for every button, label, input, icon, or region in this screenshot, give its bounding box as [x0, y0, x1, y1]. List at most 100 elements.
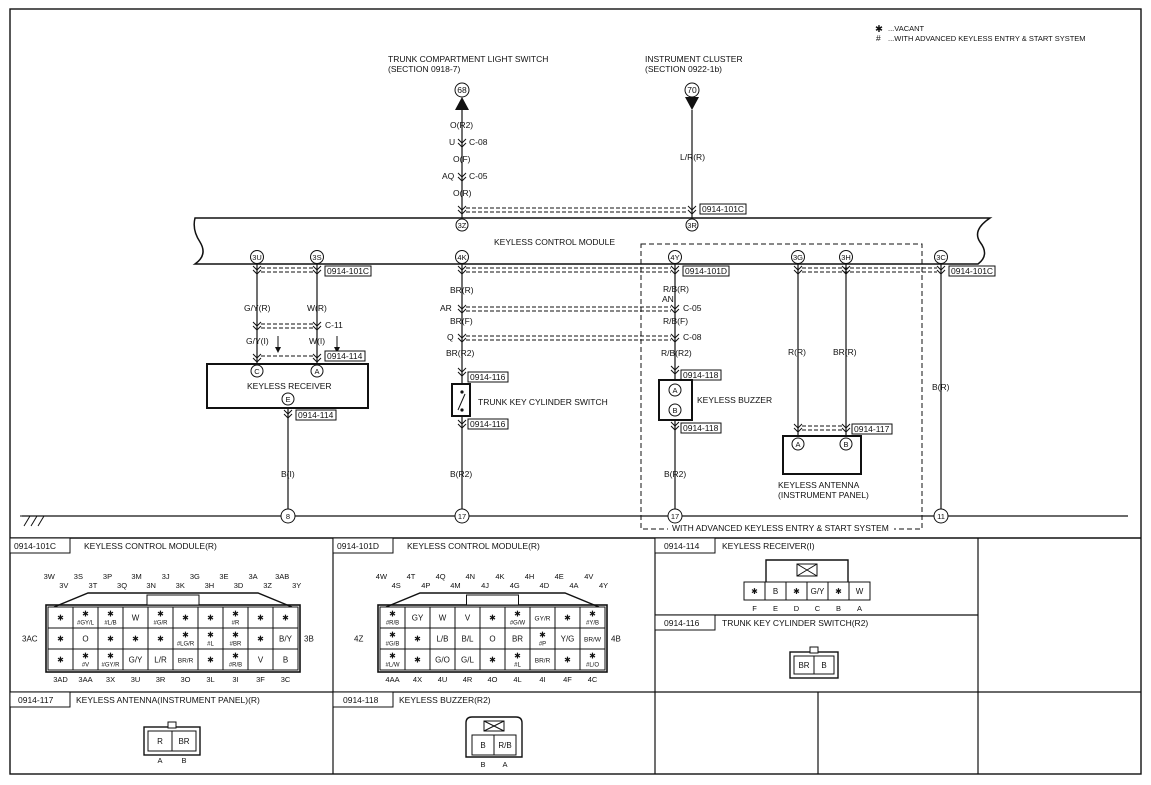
side-left-label: 3AC: [22, 635, 38, 644]
top-pin-label: 4K: [495, 572, 504, 581]
svg-text:R(R): R(R): [788, 347, 806, 357]
pin-cell-mark: ✱: [389, 610, 396, 619]
pin-cell-label: B: [821, 661, 826, 670]
pin-cell-label: ✱: [107, 635, 114, 644]
svg-text:BR(R2): BR(R2): [446, 348, 475, 358]
top-pin-label: 3J: [162, 572, 170, 581]
pin-cell-label: #GY/L: [77, 621, 95, 627]
pin-cell-label: ✱: [57, 614, 64, 623]
pin-cell-label: BR: [512, 635, 523, 644]
svg-text:A: A: [672, 386, 677, 395]
top-pin-label: 4A: [569, 581, 578, 590]
svg-text:3Z: 3Z: [458, 221, 467, 230]
pin-cell-label: G/L: [461, 656, 474, 665]
svg-text:0914-118: 0914-118: [683, 423, 719, 433]
bottom-pin-label: 3R: [156, 675, 166, 684]
pin-cell-label: ✱: [564, 614, 571, 623]
advanced-box-label: WITH ADVANCED KEYLESS ENTRY & START SYST…: [672, 523, 889, 533]
svg-text:L/R(R): L/R(R): [680, 152, 705, 162]
side-right-label: 4B: [611, 635, 621, 644]
svg-text:0914-117: 0914-117: [854, 424, 890, 434]
svg-text:17: 17: [671, 512, 679, 521]
svg-text:KEYLESS ANTENNA: KEYLESS ANTENNA: [778, 480, 860, 490]
pin-cell-label: B/Y: [279, 635, 293, 644]
top-pin-label: 4Q: [436, 572, 446, 581]
svg-text:C-11: C-11: [325, 320, 343, 330]
pin-cell-mark: ✱: [82, 610, 89, 619]
svg-text:0914-114: 0914-114: [664, 541, 700, 551]
svg-text:B(I): B(I): [281, 469, 295, 479]
pin-cell-mark: ✱: [82, 652, 89, 661]
bottom-pin-label: 3C: [281, 675, 291, 684]
pin-cell-mark: ✱: [157, 610, 164, 619]
pin-cell-label: #R: [232, 621, 240, 627]
svg-text:0914-118: 0914-118: [343, 695, 379, 705]
trunk-light-section: (SECTION 0918-7): [388, 64, 460, 74]
svg-text:3R: 3R: [687, 221, 697, 230]
pin-cell-label: #L: [207, 642, 214, 648]
bottom-pin-label: 4F: [563, 675, 572, 684]
svg-text:B(R): B(R): [932, 382, 950, 392]
outer-frame: [9, 8, 1142, 775]
pin-cell-label: #LG/R: [177, 642, 195, 648]
pin-cell-label: #L/O: [586, 663, 599, 669]
pin-cell-label: V: [258, 656, 264, 665]
keyless-receiver-name: KEYLESS RECEIVER: [247, 381, 332, 391]
svg-text:R/B(R2): R/B(R2): [661, 348, 692, 358]
svg-text:3S: 3S: [312, 253, 321, 262]
pin-cell-mark: ✱: [589, 610, 596, 619]
pin-cell-label: ✱: [257, 635, 264, 644]
svg-text:R/B(R): R/B(R): [663, 284, 689, 294]
connector-101c: ✱✱#GY/L✱#L/BW✱#G/R✱✱✱#R✱✱✱O✱✱✱✱#LG/R✱#L✱…: [22, 572, 314, 684]
module-title: KEYLESS CONTROL MODULE: [494, 237, 615, 247]
svg-text:3H: 3H: [841, 253, 851, 262]
pin-cell-label: ✱: [414, 635, 421, 644]
svg-text:AR: AR: [440, 303, 452, 313]
cluster-section: (SECTION 0922-1b): [645, 64, 722, 74]
pin-cell-label: ✱: [414, 656, 421, 665]
svg-text:BR(R): BR(R): [450, 285, 474, 295]
pin-cell-mark: ✱: [514, 610, 521, 619]
svg-text:0914-101C: 0914-101C: [702, 204, 744, 214]
cluster-title: INSTRUMENT CLUSTER: [645, 54, 743, 64]
connector-shell: [385, 592, 600, 608]
pin-cell-label: ✱: [489, 656, 496, 665]
pin-cell-label: O: [82, 635, 88, 644]
svg-text:3U: 3U: [252, 253, 262, 262]
pin-cell-label: ✱: [257, 614, 264, 623]
bottom-pin-label: 4X: [413, 675, 422, 684]
pin-cell-label: O: [489, 635, 495, 644]
top-pin-label: 4S: [392, 581, 401, 590]
top-pin-label: 4V: [584, 572, 593, 581]
pin-cell-label: ✱: [751, 587, 758, 596]
svg-text:KEYLESS ANTENNA(INSTRUMENT PAN: KEYLESS ANTENNA(INSTRUMENT PANEL)(R): [76, 695, 260, 705]
svg-text:B(R2): B(R2): [450, 469, 472, 479]
top-pin-label: 4W: [376, 572, 388, 581]
svg-text:W(R): W(R): [307, 303, 327, 313]
svg-text:BR(F): BR(F): [450, 316, 473, 326]
bottom-pin-label: 4U: [438, 675, 448, 684]
pin-cell-label: ✱: [207, 614, 214, 623]
svg-text:C-05: C-05: [683, 303, 702, 313]
keyless-control-module: [192, 217, 993, 265]
pin-cell-label: B: [283, 656, 288, 665]
pin-cell-label: ✱: [793, 587, 800, 596]
svg-text:BR(R): BR(R): [833, 347, 857, 357]
svg-text:A: A: [795, 440, 800, 449]
svg-text:70: 70: [687, 85, 697, 95]
svg-text:B(R2): B(R2): [664, 469, 686, 479]
pin-label: E: [773, 604, 778, 613]
svg-text:W(I): W(I): [309, 336, 325, 346]
bottom-pin-label: 3AD: [53, 675, 68, 684]
pin-cell-mark: ✱: [539, 631, 546, 640]
pin-cell-label: #G/R: [153, 621, 168, 627]
pin-label: A: [157, 756, 162, 765]
top-pin-label: 3Q: [117, 581, 127, 590]
pin-cell-label: BR/R: [535, 658, 551, 665]
bottom-pin-label: 4L: [513, 675, 521, 684]
top-pin-label: 3Y: [292, 581, 301, 590]
pin-cell-label: V: [465, 614, 471, 623]
trunk-switch-name: TRUNK KEY CYLINDER SWITCH: [478, 397, 608, 407]
